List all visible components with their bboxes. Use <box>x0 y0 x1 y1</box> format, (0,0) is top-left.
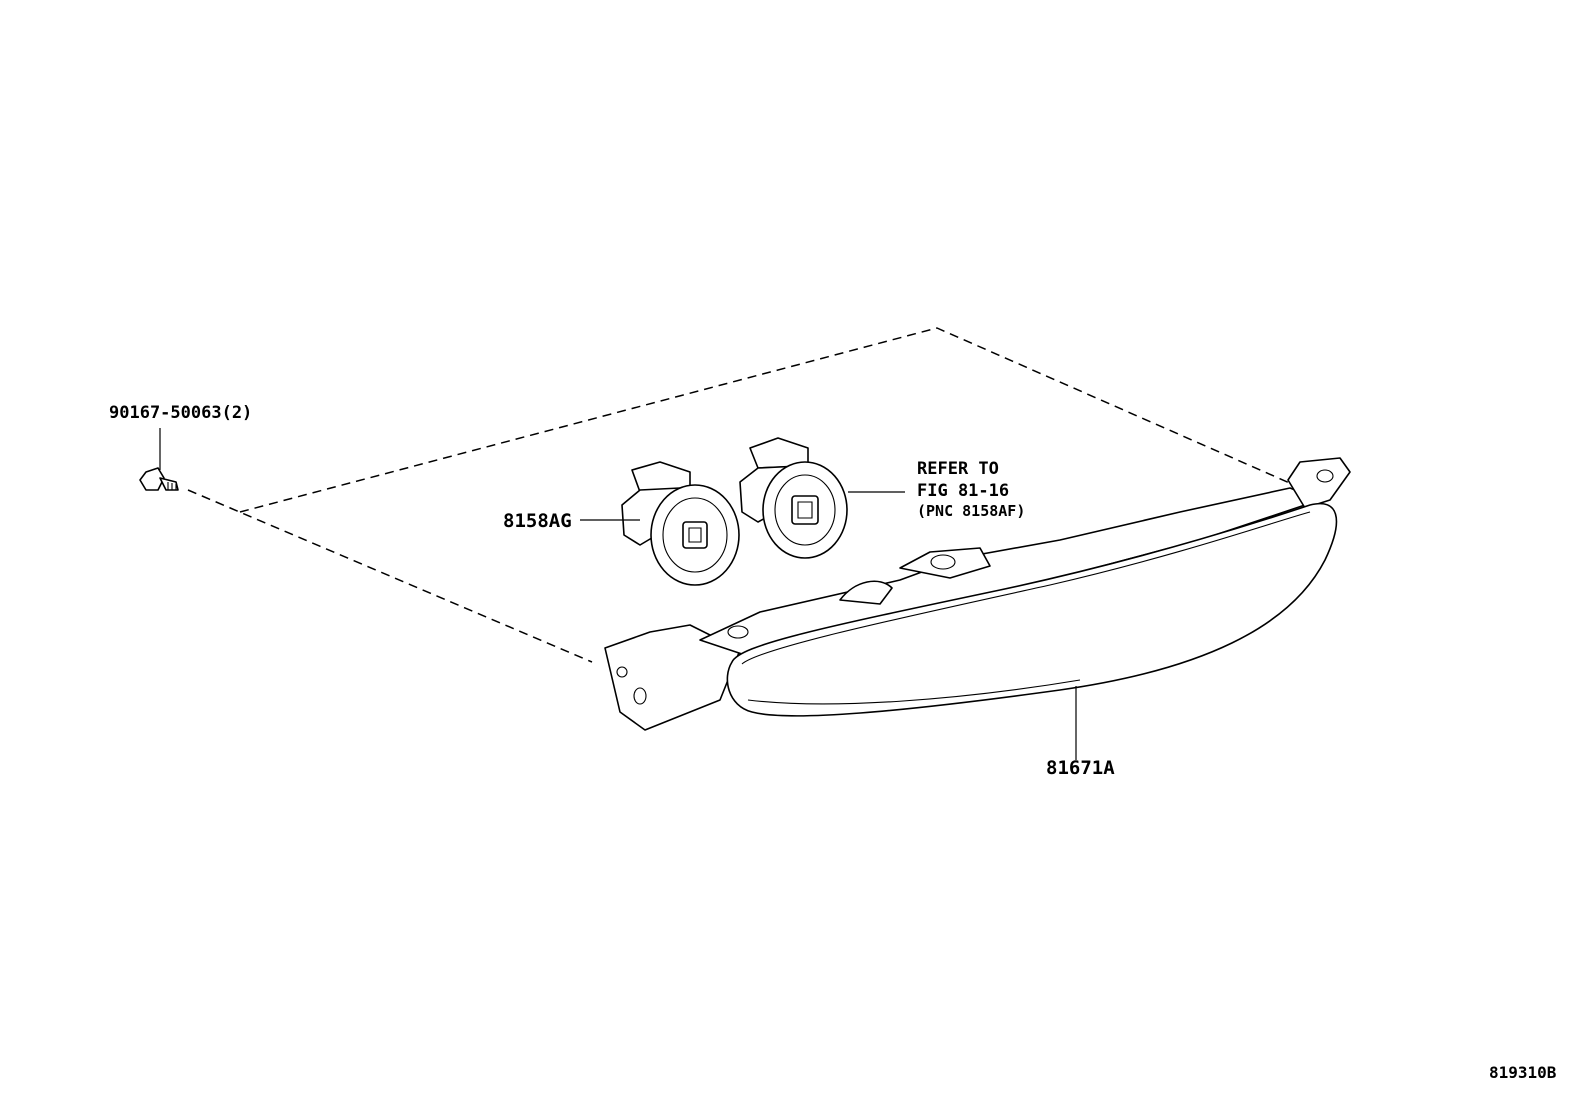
reference-note-line1: REFER TO <box>917 459 999 479</box>
socket-refer-8158af[interactable] <box>739 437 905 559</box>
bolt-part[interactable] <box>139 428 179 491</box>
figure-number: 819310B <box>1489 1063 1557 1082</box>
fog-lamp-assembly[interactable] <box>604 457 1351 760</box>
socket-8158ag[interactable] <box>580 461 740 586</box>
reference-note-line2: FIG 81-16 <box>917 481 1009 501</box>
reference-note-line3: (PNC 8158AF) <box>917 502 1025 520</box>
label-socket-code: 8158AG <box>503 510 572 532</box>
assembly-guide-lines <box>187 327 1293 663</box>
label-bolt-code: 90167-50063(2) <box>109 403 252 423</box>
label-lamp-code: 81671A <box>1046 757 1115 779</box>
